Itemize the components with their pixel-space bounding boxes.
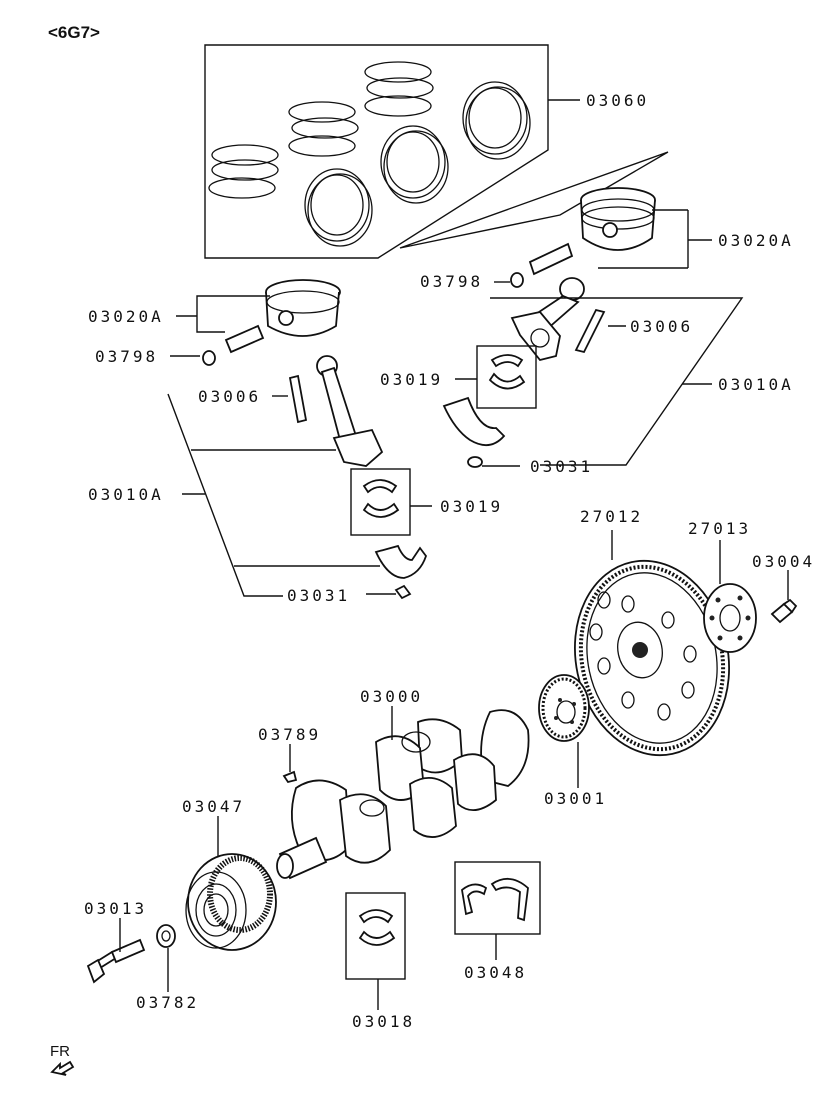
- label-piston-lower: 03020A: [88, 307, 164, 326]
- label-snap-ring-upper: 03798: [420, 272, 483, 291]
- piston-upper: [580, 187, 656, 251]
- conrod-bolt-upper: [574, 308, 606, 354]
- label-crankshaft: 03000: [360, 687, 423, 706]
- piston-pin-upper: [528, 242, 574, 276]
- label-pulley-bolt: 03013: [84, 899, 147, 918]
- piston-lower: [265, 279, 341, 337]
- label-drive-plate: 27012: [580, 507, 643, 526]
- washer: [156, 924, 176, 948]
- conrod-bearing-upper: [488, 354, 526, 390]
- label-woodruff-key: 03789: [258, 725, 321, 744]
- drive-plate: [574, 559, 730, 757]
- snap-ring-lower: [202, 350, 216, 366]
- label-conrod-assy-upper: 03010A: [718, 375, 794, 394]
- conrod-lower: [316, 355, 384, 467]
- label-damper-pulley: 03047: [182, 797, 245, 816]
- orientation-label: FR: [50, 1043, 70, 1060]
- piston-pin-lower: [224, 324, 265, 354]
- conrod-bearing-lower-box: [350, 468, 411, 536]
- label-conrod-nut-upper: 03031: [530, 457, 593, 476]
- label-main-bearing: 03018: [352, 1012, 415, 1031]
- crankshaft: [276, 709, 530, 880]
- label-thrust-bearing: 03048: [464, 963, 527, 982]
- main-bearing: [358, 909, 396, 946]
- conrod-cap-upper: [442, 396, 506, 446]
- drive-plate-bolt: [770, 598, 798, 624]
- piston-ring-set-box: [204, 44, 549, 259]
- conrod-bearing-lower: [362, 479, 400, 518]
- woodruff-key: [282, 770, 298, 784]
- thrust-bearing: [461, 878, 529, 922]
- label-drive-plate-bolt: 03004: [752, 552, 815, 571]
- label-conrod-bearing-lower: 03019: [440, 497, 503, 516]
- label-adapter-plate: 27013: [688, 519, 751, 538]
- thrust-bearing-box: [454, 861, 541, 935]
- label-conrod-bearing-upper: 03019: [380, 370, 443, 389]
- conrod-nut-lower: [394, 584, 412, 600]
- damper-pulley: [185, 853, 277, 951]
- label-conrod-nut-lower: 03031: [287, 586, 350, 605]
- conrod-nut-upper: [467, 456, 483, 468]
- label-washer: 03782: [136, 993, 199, 1012]
- label-conrod-assy-lower: 03010A: [88, 485, 164, 504]
- label-piston-ring-set: 03060: [586, 91, 649, 110]
- label-piston-upper: 03020A: [718, 231, 794, 250]
- engine-code-header: <6G7>: [48, 23, 100, 42]
- label-conrod-bolt-upper: 03006: [630, 317, 693, 336]
- crank-plate: [538, 674, 590, 742]
- label-snap-ring-lower: 03798: [95, 347, 158, 366]
- conrod-upper: [510, 277, 585, 362]
- conrod-cap-lower: [374, 544, 428, 579]
- piston-rings: [208, 61, 531, 247]
- label-conrod-bolt-lower: 03006: [198, 387, 261, 406]
- adapter-plate: [703, 583, 757, 653]
- arrow-front-icon: [50, 1060, 75, 1076]
- snap-ring-upper: [510, 272, 524, 288]
- label-crank-plate: 03001: [544, 789, 607, 808]
- main-bearing-box: [345, 892, 406, 980]
- conrod-bearing-upper-box: [476, 345, 537, 409]
- conrod-bolt-lower: [288, 374, 308, 424]
- pulley-bolt: [86, 938, 146, 984]
